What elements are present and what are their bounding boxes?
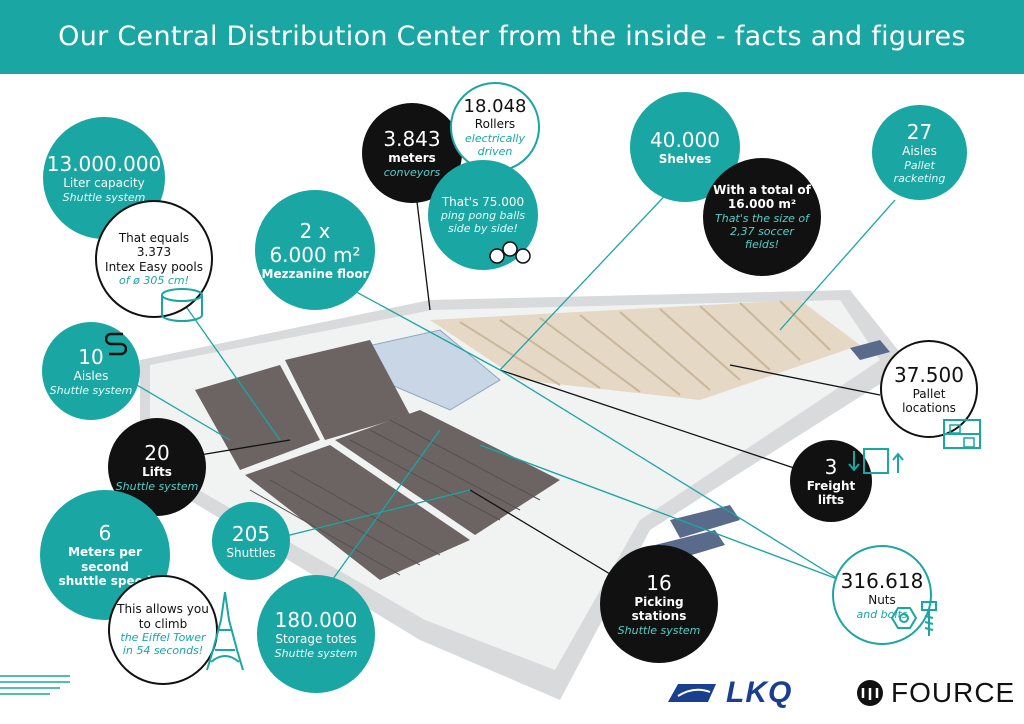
pallet-racking-area (430, 300, 860, 400)
eiffel-tower-icon (206, 591, 244, 671)
lkq-logo-text: LKQ (726, 676, 793, 709)
pools-bubble: That equals 3.373 Intex Easy pools of ø … (95, 200, 213, 318)
shuttle-block-2 (285, 340, 410, 440)
aisles-shuttle-bubble: 10 Aisles Shuttle system (42, 322, 140, 420)
ping-pong-balls-icon (489, 241, 531, 264)
eiffel-bubble: This allows you to climb the Eiffel Towe… (108, 575, 218, 685)
nuts-bolts-bubble: 316.618 Nuts and bolts (832, 545, 932, 645)
lifts-bubble: 20 Lifts Shuttle system (108, 418, 206, 516)
decorative-lines (0, 675, 70, 695)
nut-bolt-icon (890, 601, 937, 636)
freight-lifts-bubble: 3 Freight lifts (790, 440, 872, 522)
storage-totes-bubble: 180.000 Storage totes Shuttle system (257, 575, 375, 693)
lkq-logo: LKQ (664, 676, 792, 710)
lkq-car-icon (668, 684, 716, 702)
aisle-snake-icon (105, 332, 127, 356)
pallet-rack-rows (459, 300, 831, 396)
mezzanine-bubble: 2 x 6.000 m² Mezzanine floor (255, 190, 375, 310)
shuttles-bubble: 205 Shuttles (212, 502, 290, 580)
aisles-pallet-bubble: 27 Aisles Pallet racketing (872, 105, 967, 200)
fource-mark-icon (857, 680, 883, 706)
soccer-fields-bubble: With a total of 16.000 m² That's the siz… (703, 158, 821, 276)
leader-lines-black (199, 184, 881, 581)
pallet-rack-icon (943, 419, 981, 449)
pool-icon (161, 288, 203, 322)
pallet-locations-bubble: 37.500 Pallet locations (880, 340, 978, 438)
rollers-bubble: 18.048 Rollers electrically driven (450, 82, 540, 172)
fource-logo-text: FOURCE (891, 677, 1016, 708)
leader-lines-teal (119, 184, 896, 591)
picking-stations-bubble: 16 Picking stations Shuttle system (600, 545, 718, 663)
shuttle-block-rows (249, 419, 541, 576)
freight-lift-icon (848, 448, 904, 474)
shuttle-block-1 (195, 365, 320, 470)
header-bar: Our Central Distribution Center from the… (0, 0, 1024, 74)
page-title: Our Central Distribution Center from the… (58, 21, 966, 52)
shuttle-block-3 (245, 445, 470, 580)
fource-logo: FOURCE (855, 676, 1015, 710)
